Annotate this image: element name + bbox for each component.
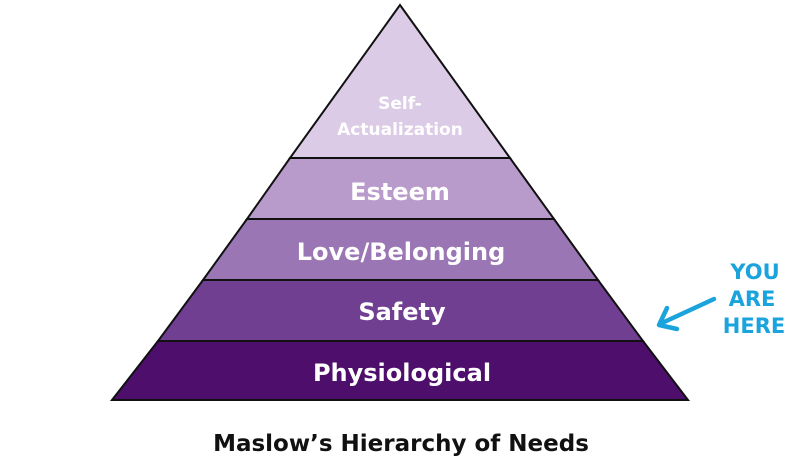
callout-line-are: ARE (729, 287, 776, 311)
diagram-caption: Maslow’s Hierarchy of Needs (213, 431, 589, 457)
tier-esteem-label: Esteem (350, 178, 450, 206)
tier-self-actualization-label-line-1: Self- (378, 94, 422, 114)
arrow-icon (656, 296, 717, 332)
tier-love-belonging-label: Love/Belonging (297, 238, 506, 266)
tier-physiological-label: Physiological (313, 359, 491, 387)
tier-self-actualization-label-line-2: Actualization (337, 120, 463, 140)
tier-physiological (109, 340, 691, 401)
tier-safety-label: Safety (358, 298, 446, 326)
callout-line-here: HERE (723, 314, 785, 338)
callout-line-you: YOU (729, 260, 779, 284)
you-are-here-callout: YOU ARE HERE (656, 260, 785, 338)
